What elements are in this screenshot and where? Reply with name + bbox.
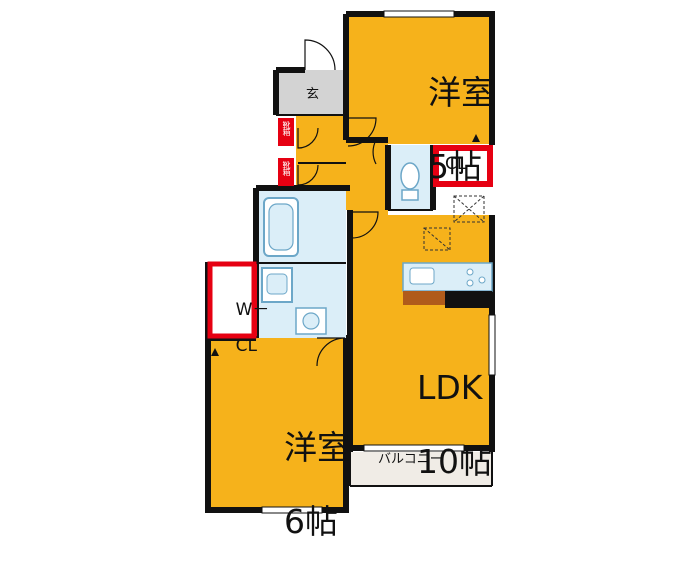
bathtub-inner <box>268 203 294 251</box>
kitchen-sink <box>409 267 435 285</box>
walk-in-closet-label: W－ CL <box>214 284 270 373</box>
stove-burner-3 <box>466 279 474 287</box>
kitchen-cabinet <box>403 291 445 305</box>
shoe-storage-1-box <box>278 118 294 146</box>
shoe-storage-2-label: 靴箱 <box>281 161 291 175</box>
windows <box>261 10 496 514</box>
bedroom-south <box>208 338 345 508</box>
bedroom-north-line2: 5帖 <box>427 146 482 186</box>
bedroom-south-line2: 6帖 <box>283 501 338 541</box>
dashed-markers <box>423 195 485 251</box>
fridge-space <box>445 291 492 308</box>
stove-burner-2 <box>478 276 486 284</box>
walk-in-closet-inner <box>253 264 257 336</box>
washer-drum <box>302 312 320 330</box>
entrance-label: 玄 <box>306 87 320 102</box>
shoe-storage-1-label: 靴箱 <box>281 121 291 135</box>
bedroom-south-line1: 洋室 <box>283 427 350 467</box>
stove-burner-1 <box>466 268 474 276</box>
toilet-bowl <box>400 162 420 190</box>
floor-plan-drawing <box>205 10 496 514</box>
walk-in-closet-line2: CL <box>235 335 257 356</box>
ldk-line1: LDK <box>416 367 483 407</box>
closet-box <box>433 145 493 187</box>
ldk-lower <box>350 308 492 448</box>
balcony-label: バルコニー <box>378 452 443 467</box>
walk-in-closet-box <box>207 261 257 339</box>
marker-triangle-2 <box>211 348 219 356</box>
partitions <box>256 114 493 487</box>
bedroom-north-line1: 洋室 <box>427 72 494 112</box>
walk-in-closet-line1: W－ <box>235 299 270 320</box>
door-swings <box>297 39 379 367</box>
balcony-area <box>350 452 492 486</box>
marker-triangle-1 <box>472 134 480 142</box>
closet-label: CL <box>445 154 467 174</box>
bedroom-south-label: 洋室 6帖 <box>242 393 350 578</box>
toilet-tank <box>401 189 419 201</box>
floor-plan: 洋室 5帖 洋室 6帖 LDK 10帖 玄 CL W－ CL バルコニー 靴箱 … <box>205 10 496 540</box>
ldk-line2: 10帖 <box>416 441 492 481</box>
wash-basin-bowl <box>266 273 288 295</box>
ldk-label: LDK 10帖 <box>375 333 492 518</box>
entrance-area <box>276 70 346 115</box>
shoe-storage-2-box <box>278 158 294 186</box>
bedroom-north-label: 洋室 5帖 <box>386 38 494 223</box>
